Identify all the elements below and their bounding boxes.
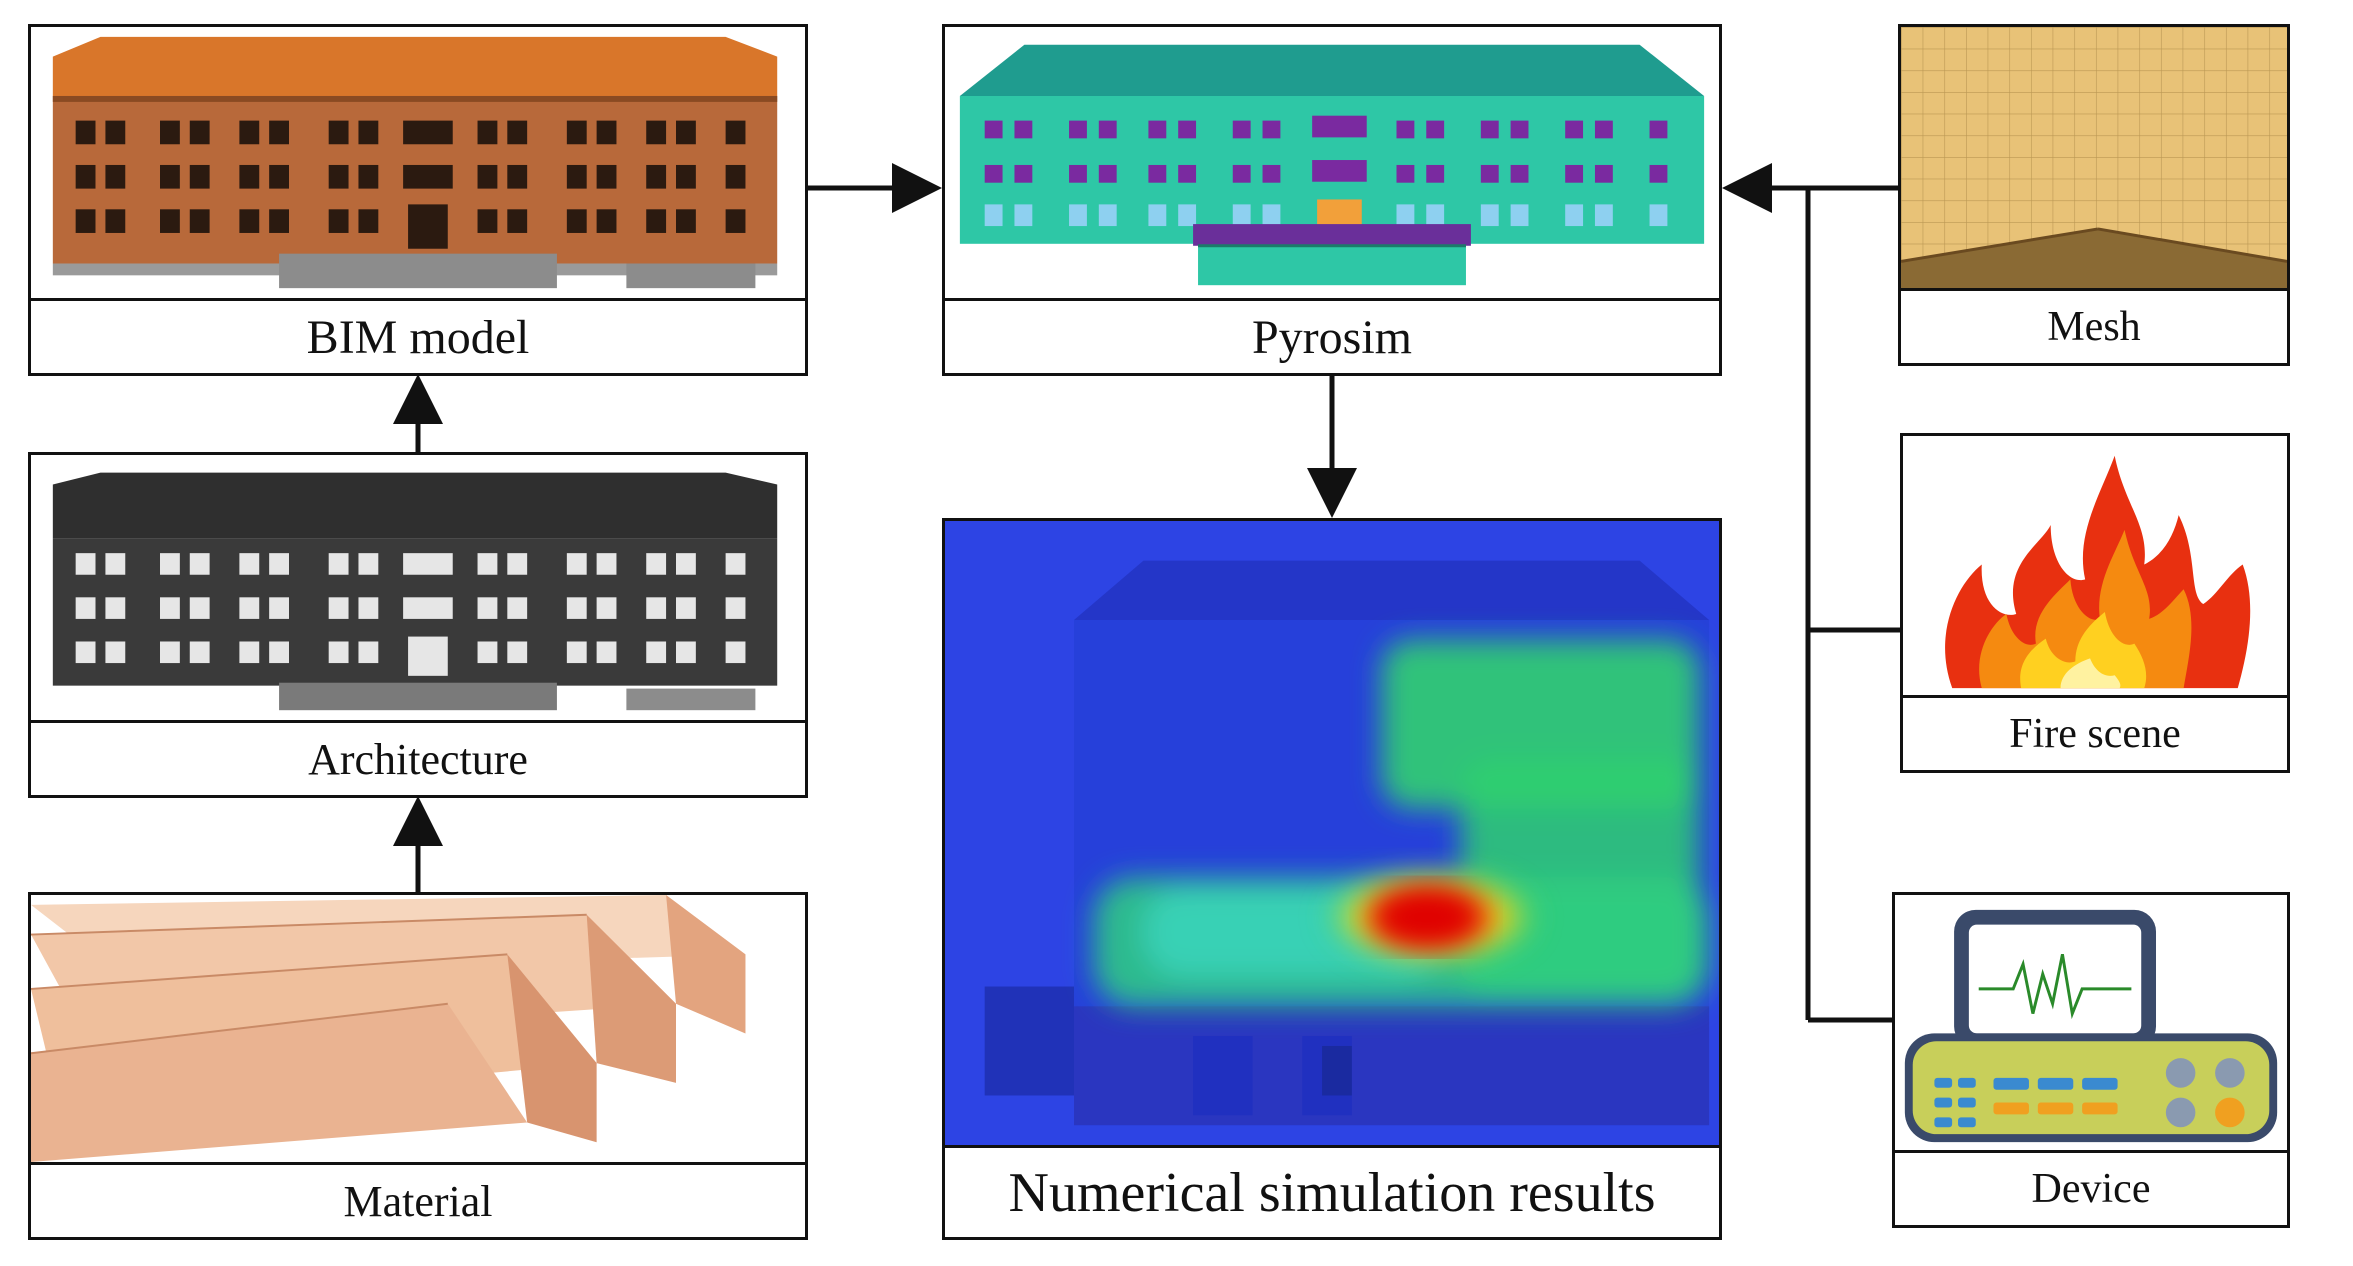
results-caption: Numerical simulation results [945,1145,1719,1237]
bim-model-image [31,27,805,298]
device-image [1895,895,2287,1150]
architecture-caption: Architecture [31,720,805,795]
pyrosim-image [945,27,1719,298]
fire-scene-caption: Fire scene [1903,695,2287,770]
material-node: Material [28,892,808,1240]
results-node: Numerical simulation results [942,518,1722,1240]
material-image [31,895,805,1162]
fire-image [1903,436,2287,695]
device-node: Device [1892,892,2290,1228]
mesh-caption: Mesh [1901,288,2287,363]
material-caption: Material [31,1162,805,1237]
architecture-node: Architecture [28,452,808,798]
bim-model-node: BIM model [28,24,808,376]
device-caption: Device [1895,1150,2287,1225]
fire-scene-node: Fire scene [1900,433,2290,773]
results-image [945,521,1719,1145]
pyrosim-caption: Pyrosim [945,298,1719,373]
mesh-image [1901,27,2287,288]
architecture-image [31,455,805,720]
bim-model-caption: BIM model [31,298,805,373]
pyrosim-node: Pyrosim [942,24,1722,376]
mesh-node: Mesh [1898,24,2290,366]
